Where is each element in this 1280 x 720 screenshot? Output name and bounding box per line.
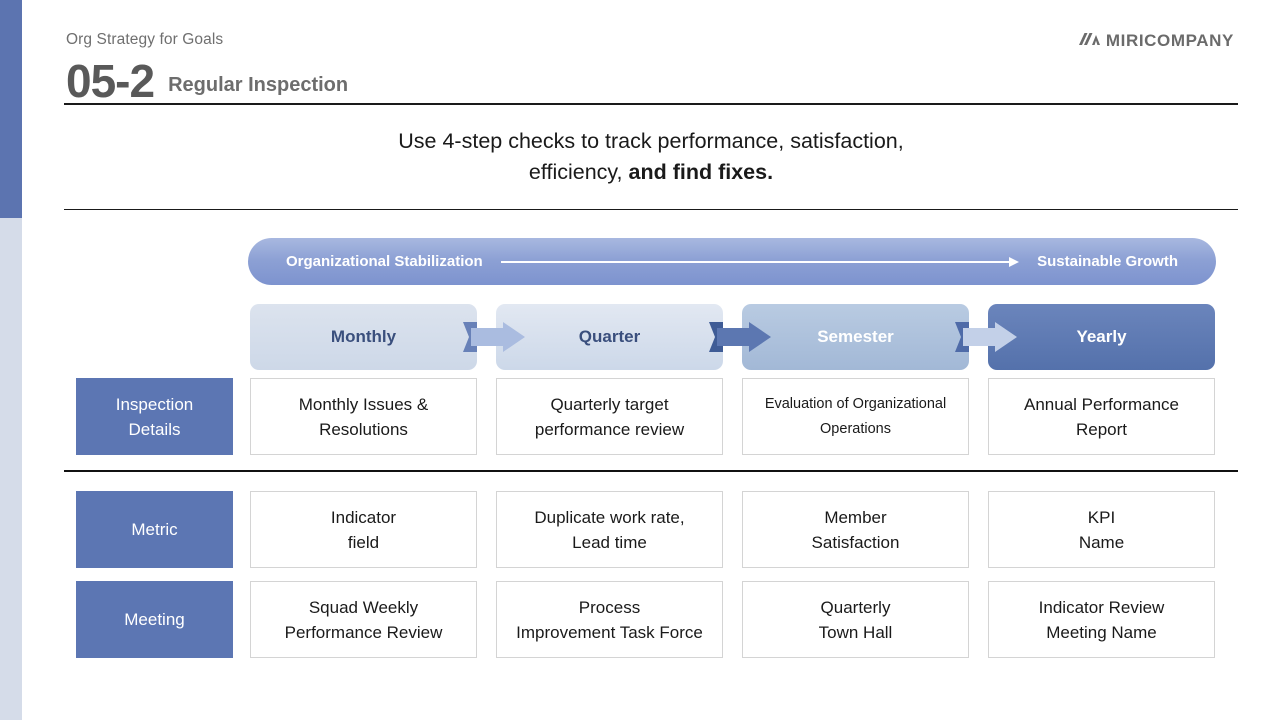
section-divider (64, 470, 1238, 472)
cell-metric-yearly-line1: KPI (1087, 507, 1116, 527)
cell-inspection-quarter[interactable]: Quarterly target performance review (496, 378, 723, 455)
stage-row: Monthly Quarter Semester Yearly (250, 304, 1216, 370)
stage-semester[interactable]: Semester (742, 304, 969, 370)
row-label-inspection-details-line2: Details (128, 419, 181, 439)
cell-meeting-semester-line2: Town Hall (818, 622, 893, 642)
brand-logo-text: MIRICOMPANY (1105, 31, 1234, 50)
stage-quarter-label: Quarter (578, 327, 641, 346)
stage-yearly[interactable]: Yearly (988, 304, 1215, 370)
section-title: Regular Inspection (168, 74, 349, 96)
connector-monthly-to-quarter (463, 322, 525, 352)
right-arrow-icon (500, 256, 1020, 267)
subtitle-line-2-normal: efficiency, (528, 160, 629, 184)
cell-meeting-semester-line1: Quarterly (820, 597, 891, 617)
cell-metric-monthly[interactable]: Indicator field (250, 491, 477, 568)
row-label-metric-text: Metric (131, 520, 178, 539)
cell-meeting-monthly-line2: Performance Review (284, 622, 443, 642)
row-label-metric[interactable]: Metric (76, 491, 233, 568)
cell-meeting-quarter-line1: Process (578, 597, 641, 617)
cell-inspection-semester-line1: Evaluation of Organizational (764, 395, 947, 412)
cell-metric-quarter-line1: Duplicate work rate, (534, 507, 685, 527)
stage-yearly-label: Yearly (1076, 327, 1127, 346)
cell-inspection-yearly-line1: Annual Performance (1024, 394, 1179, 414)
cell-metric-yearly-line2: Name (1078, 532, 1125, 552)
header-divider (64, 103, 1238, 105)
cell-inspection-quarter-line2: performance review (534, 419, 685, 439)
brand-logo: MIRICOMPANY (1078, 31, 1234, 51)
cell-meeting-monthly-line1: Squad Weekly (308, 597, 419, 617)
row-label-meeting[interactable]: Meeting (76, 581, 233, 658)
stage-monthly-label: Monthly (330, 327, 397, 346)
row-label-inspection-details-line1: Inspection (115, 394, 194, 414)
progress-banner: Organizational Stabilization Sustainable… (248, 238, 1216, 285)
cell-inspection-quarter-line1: Quarterly target (550, 394, 669, 414)
cell-metric-monthly-line2: field (347, 532, 380, 552)
banner-start-label: Organizational Stabilization (286, 253, 483, 270)
connector-quarter-to-semester (709, 322, 771, 352)
subtitle-line-1: Use 4-step checks to track performance, … (398, 129, 904, 153)
cell-inspection-monthly-line2: Resolutions (319, 419, 408, 439)
cell-meeting-yearly-line2: Meeting Name (1046, 622, 1157, 642)
cell-inspection-monthly[interactable]: Monthly Issues & Resolutions (250, 378, 477, 455)
subtitle-line-2-bold: and find fixes. (628, 160, 774, 184)
stage-quarter[interactable]: Quarter (496, 304, 723, 370)
cell-metric-quarter[interactable]: Duplicate work rate, Lead time (496, 491, 723, 568)
cell-metric-semester-line2: Satisfaction (811, 532, 900, 552)
cell-inspection-semester-line2: Operations (820, 420, 891, 437)
stage-semester-label: Semester (817, 327, 894, 346)
cell-metric-yearly[interactable]: KPI Name (988, 491, 1215, 568)
banner-end-label: Sustainable Growth (1037, 253, 1178, 270)
cell-inspection-yearly-line2: Report (1075, 419, 1127, 439)
stage-monthly[interactable]: Monthly (250, 304, 477, 370)
cell-metric-semester-line1: Member (824, 507, 887, 527)
slide-kicker: Org Strategy for Goals (66, 31, 224, 48)
page-title: 05-2 Regular Inspection (66, 58, 348, 104)
cell-metric-monthly-line1: Indicator (330, 507, 397, 527)
section-number: 05-2 (66, 58, 155, 104)
subtitle-divider (64, 209, 1238, 211)
miri-slash-mark-icon (1078, 32, 1101, 51)
left-edge-strip-top (0, 0, 22, 218)
row-label-meeting-text: Meeting (124, 610, 185, 629)
left-edge-strip-bottom (0, 218, 22, 720)
cell-meeting-quarter-line2: Improvement Task Force (516, 622, 703, 642)
slide-subtitle: Use 4-step checks to track performance, … (64, 126, 1238, 188)
cell-meeting-yearly-line1: Indicator Review (1038, 597, 1165, 617)
cell-inspection-monthly-line1: Monthly Issues & (298, 394, 429, 414)
cell-metric-quarter-line2: Lead time (572, 532, 647, 552)
connector-semester-to-yearly (955, 322, 1017, 352)
